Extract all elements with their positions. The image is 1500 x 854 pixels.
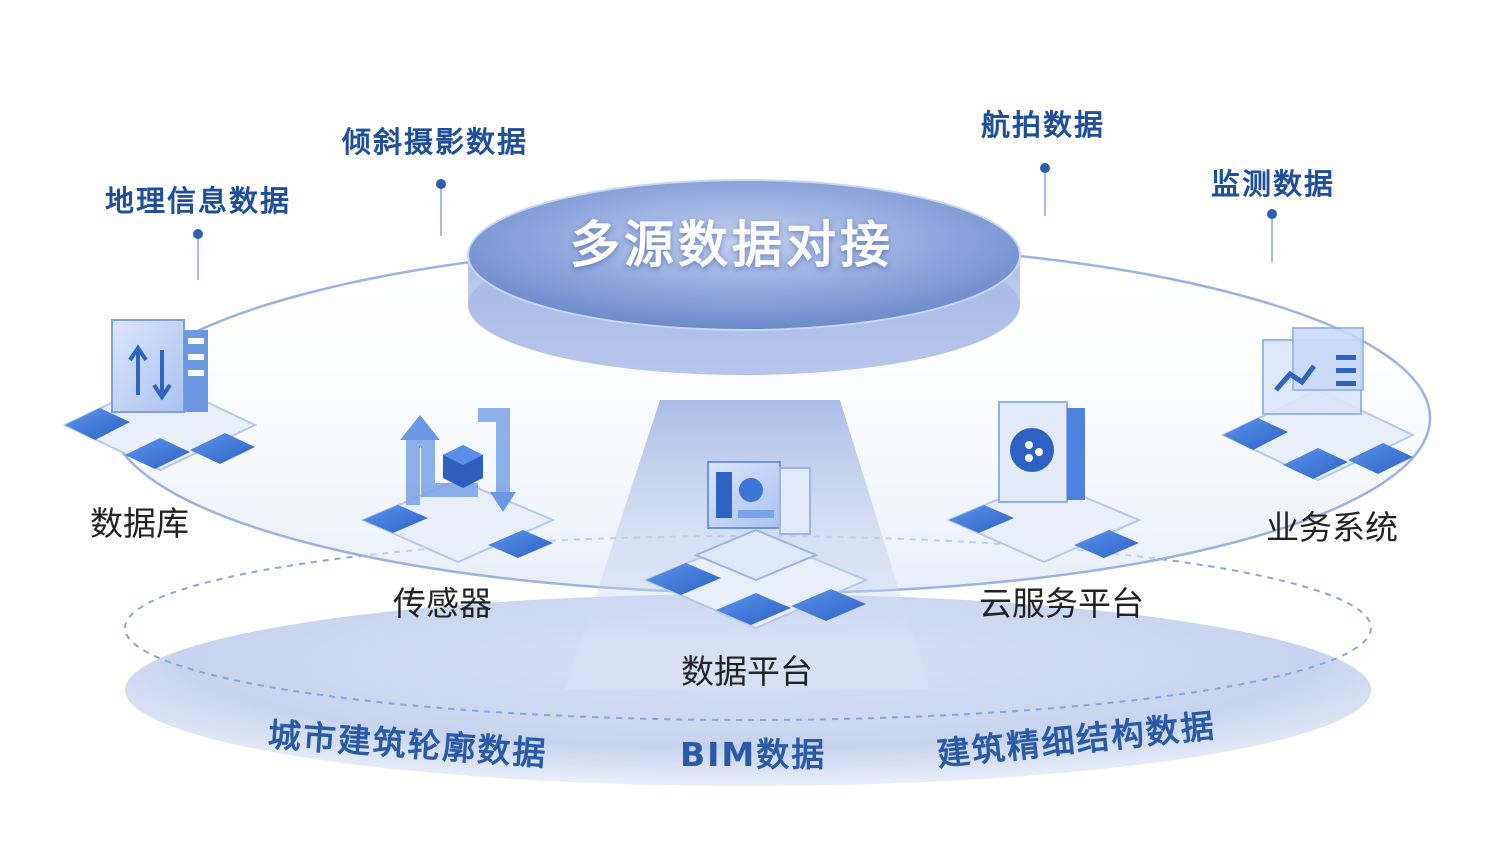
- center-title: 多源数据对接: [570, 216, 894, 274]
- cloud-ai-head-icon: [946, 401, 1142, 564]
- pin-oblique: [436, 179, 446, 236]
- source-label-monitor: 监测数据: [1211, 167, 1336, 201]
- node-label-business: 业务系统: [1266, 508, 1398, 547]
- pin-monitor: [1267, 209, 1277, 262]
- dashed-ring: [124, 535, 1372, 721]
- node-label-cloud: 云服务平台: [979, 584, 1144, 623]
- data-platform-icon: [643, 461, 869, 630]
- pin-geo: [193, 229, 203, 280]
- business-chart-icon: [1220, 327, 1416, 482]
- source-label-oblique: 倾斜摄影数据: [342, 125, 529, 159]
- source-label-aerial: 航拍数据: [981, 108, 1106, 142]
- node-label-data-platform: 数据平台: [681, 652, 813, 691]
- central-disc: [467, 179, 1021, 375]
- node-label-database: 数据库: [90, 504, 189, 543]
- database-icon: [62, 319, 258, 472]
- pin-aerial: [1040, 163, 1050, 216]
- bottom-label-bim: BIM数据: [680, 735, 827, 774]
- source-label-geo: 地理信息数据: [105, 184, 292, 218]
- node-label-sensor: 传感器: [393, 584, 492, 623]
- sensor-cycle-icon: [360, 408, 556, 564]
